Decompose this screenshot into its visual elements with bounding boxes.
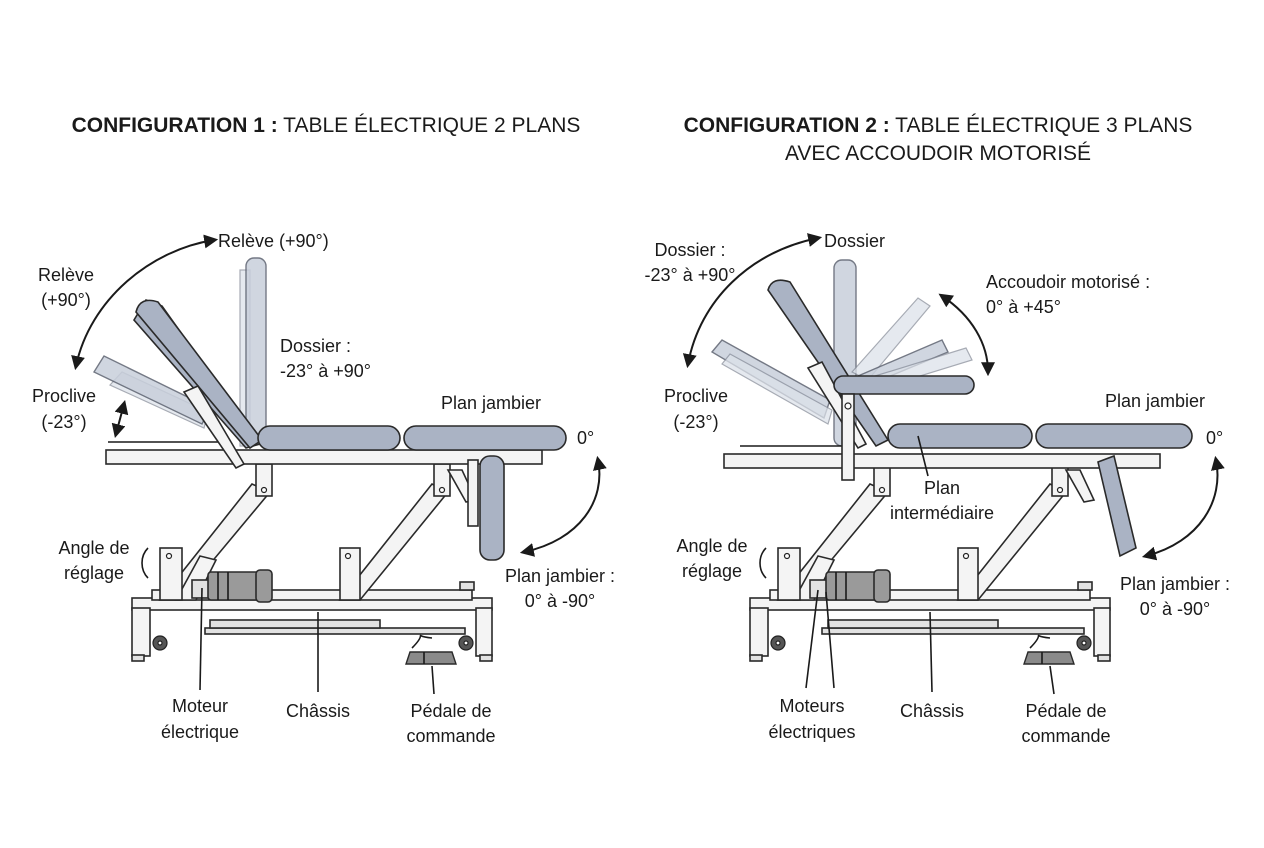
config1-motor bbox=[191, 569, 273, 603]
config1-proclive-arrow bbox=[111, 399, 129, 439]
config2-leg-dropped bbox=[1097, 454, 1137, 558]
config1-releve-left-1: Relève bbox=[38, 265, 94, 285]
config2-motors bbox=[809, 569, 891, 603]
config2-angle-bracket bbox=[759, 547, 767, 579]
config1-leg-cushion bbox=[403, 425, 567, 451]
config1-proclive-1: Proclive bbox=[32, 386, 96, 406]
config2-armrest-post bbox=[841, 393, 855, 481]
config1-chassis bbox=[131, 581, 493, 662]
config1-releve-left-2: (+90°) bbox=[41, 290, 91, 310]
config2-accoudoir-2: 0° à +45° bbox=[986, 297, 1061, 317]
config2-pedal bbox=[1023, 634, 1075, 665]
config2-motor-leader-1 bbox=[805, 589, 819, 689]
config2-pedal-leader bbox=[1049, 665, 1055, 695]
config1-pedal bbox=[405, 634, 457, 665]
config1-angle-1: Angle de bbox=[58, 538, 129, 558]
config1-pedale-2: commande bbox=[406, 726, 495, 746]
config2-angle-2: réglage bbox=[682, 561, 742, 581]
config2-diagram: CONFIGURATION 2 : TABLE ÉLECTRIQUE 3 PLA… bbox=[645, 114, 1231, 746]
config2-moteurs-2: électriques bbox=[768, 722, 855, 742]
config2-accoudoir-1: Accoudoir motorisé : bbox=[986, 272, 1150, 292]
config2-moteurs-1: Moteurs bbox=[779, 696, 844, 716]
config1-plan-jambier: Plan jambier bbox=[441, 393, 541, 413]
config1-angle-bracket bbox=[141, 547, 149, 579]
config2-dossier-arrow bbox=[682, 233, 823, 369]
config1-proclive-2: (-23°) bbox=[41, 412, 86, 432]
config2-motor-leader-2 bbox=[825, 591, 835, 689]
config2-zero: 0° bbox=[1206, 428, 1223, 448]
config1-motor-leader bbox=[199, 587, 203, 691]
config2-dossier-left-1: Dossier : bbox=[654, 240, 725, 260]
config2-plan-jambier-range-1: Plan jambier : bbox=[1120, 574, 1230, 594]
config2-proclive-1: Proclive bbox=[664, 386, 728, 406]
config2-chassis-leader bbox=[929, 611, 933, 693]
config1-dossier-1: Dossier : bbox=[280, 336, 351, 356]
config2-plan-inter-leader bbox=[917, 435, 929, 477]
config2-lift-legs bbox=[776, 463, 1096, 601]
config1-pedal-leader bbox=[431, 665, 435, 695]
config1-releve-arrow bbox=[71, 234, 219, 371]
config2-accoudoir-arrow bbox=[938, 293, 995, 377]
config2-dossier-top: Dossier bbox=[824, 231, 885, 251]
config2-leg-arrow bbox=[1141, 455, 1225, 561]
config1-moteur-1: Moteur bbox=[172, 696, 228, 716]
config2-title-line2: AVEC ACCOUDOIR MOTORISÉ bbox=[785, 142, 1091, 165]
config2-armrest bbox=[833, 375, 975, 395]
config2-chassis bbox=[749, 581, 1111, 662]
config1-releve-top: Relève (+90°) bbox=[218, 231, 329, 251]
config1-diagram: CONFIGURATION 1 : TABLE ÉLECTRIQUE 2 PLA… bbox=[32, 114, 615, 746]
config2-title: CONFIGURATION 2 : TABLE ÉLECTRIQUE 3 PLA… bbox=[684, 114, 1193, 137]
config1-angle-2: réglage bbox=[64, 563, 124, 583]
config2-angle-1: Angle de bbox=[676, 536, 747, 556]
config1-plan-jambier-range-2: 0° à -90° bbox=[525, 591, 595, 611]
config1-zero: 0° bbox=[577, 428, 594, 448]
config2-plan-jambier-range-2: 0° à -90° bbox=[1140, 599, 1210, 619]
config2-chassis: Châssis bbox=[900, 701, 964, 721]
config2-dossier-left-2: -23° à +90° bbox=[645, 265, 736, 285]
config1-title: CONFIGURATION 1 : TABLE ÉLECTRIQUE 2 PLA… bbox=[72, 114, 581, 137]
config1-leg-support bbox=[467, 459, 479, 527]
config2-plan-jambier: Plan jambier bbox=[1105, 391, 1205, 411]
config2-plan-inter-2: intermédiaire bbox=[890, 503, 994, 523]
config1-plan-jambier-range-1: Plan jambier : bbox=[505, 566, 615, 586]
config1-seat-cushion bbox=[257, 425, 401, 451]
config2-leg-cushion bbox=[1035, 423, 1193, 449]
config1-leg-dropped bbox=[479, 455, 505, 561]
config2-top-frame bbox=[723, 453, 1161, 469]
config1-moteur-2: électrique bbox=[161, 722, 239, 742]
config1-dossier-2: -23° à +90° bbox=[280, 361, 371, 381]
config1-leg-arrow bbox=[519, 455, 607, 557]
config2-intermediate-cushion bbox=[887, 423, 1033, 449]
config2-pedale-1: Pédale de bbox=[1025, 701, 1106, 721]
config1-pedale-1: Pédale de bbox=[410, 701, 491, 721]
config2-pedale-2: commande bbox=[1021, 726, 1110, 746]
config2-plan-inter-1: Plan bbox=[924, 478, 960, 498]
config2-proclive-2: (-23°) bbox=[673, 412, 718, 432]
config1-chassis: Châssis bbox=[286, 701, 350, 721]
config1-lift-legs bbox=[158, 463, 478, 601]
